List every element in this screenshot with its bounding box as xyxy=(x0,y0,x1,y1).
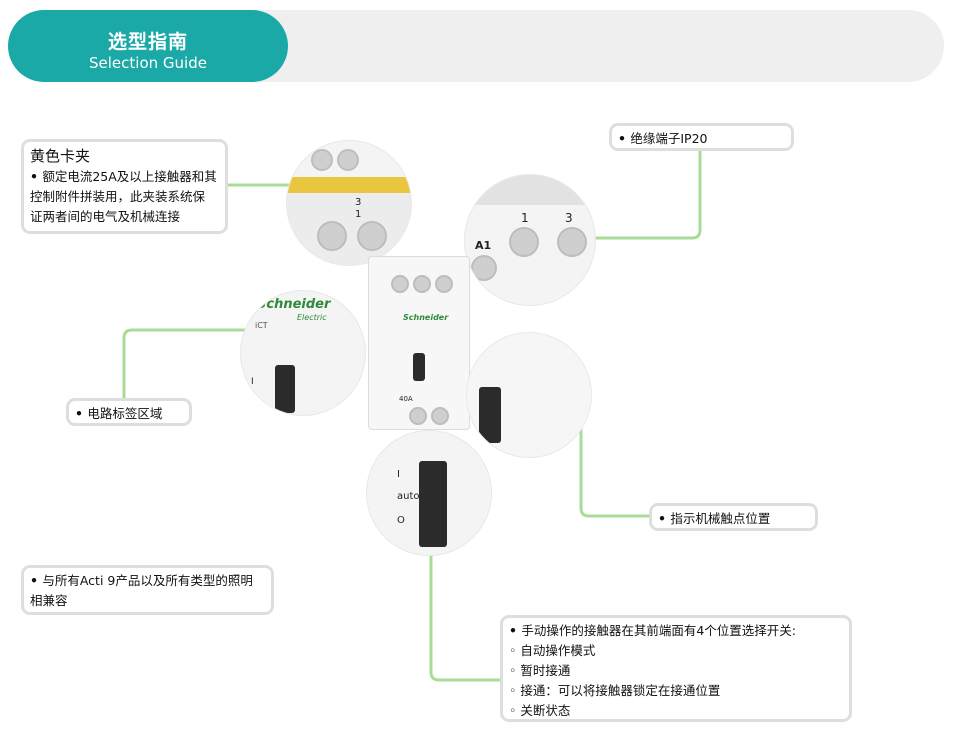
manual-switch-option-temporary: 暂时接通 xyxy=(509,663,570,678)
closeup-manual-switch: I auto O xyxy=(366,430,492,556)
leader-manual-switch xyxy=(429,488,504,682)
manual-switch-option-auto: 自动操作模式 xyxy=(509,643,595,658)
brand-logo-small: Schneider xyxy=(403,313,449,322)
callout-circuit-label: 电路标签区域 xyxy=(66,398,192,426)
rating-label: 40A xyxy=(399,395,413,403)
callout-manual-switch-intro: 手动操作的接触器在其前端面有4个位置选择开关: xyxy=(509,623,796,638)
brand-sub-logo: Electric xyxy=(297,313,327,322)
section-title-cn: 选型指南 xyxy=(107,31,188,53)
callout-acti9-compat-line1: 与所有Acti 9产品以及所有类型的照明 xyxy=(30,573,253,588)
callout-yellow-clip-line2: 控制附件拼装用，此夹装系统保 xyxy=(30,189,206,204)
leader-insulated-terminal xyxy=(566,148,702,240)
clip-terminal-1: 1 xyxy=(355,209,362,220)
switch-position-i: I xyxy=(397,469,400,480)
brand-logo-large: Schneider xyxy=(257,297,331,312)
leader-circuit-label xyxy=(122,328,302,404)
selector-handle xyxy=(419,461,447,547)
callout-circuit-label-text: 电路标签区域 xyxy=(75,406,162,421)
callout-yellow-clip-line1: 额定电流25A及以上接触器和其 xyxy=(30,169,217,184)
callout-mechanical-indicator-text: 指示机械触点位置 xyxy=(658,511,770,526)
position-i: I xyxy=(251,377,254,387)
section-title: 选型指南 Selection Guide xyxy=(8,10,288,82)
callout-yellow-clip-title: 黄色卡夹 xyxy=(30,147,91,165)
callout-insulated-terminal: 绝缘端子IP20 xyxy=(609,123,794,151)
clip-terminal-3: 3 xyxy=(355,197,362,208)
callout-acti9-compat: 与所有Acti 9产品以及所有类型的照明 相兼容 xyxy=(21,565,274,615)
switch-position-o: O xyxy=(397,515,405,526)
switch-position-auto: auto xyxy=(397,491,420,502)
manual-switch-option-on-lock: 接通：可以将接触器锁定在接通位置 xyxy=(509,683,720,698)
callout-insulated-terminal-text: 绝缘端子IP20 xyxy=(618,131,707,146)
section-title-en: Selection Guide xyxy=(89,54,207,72)
terminal-label-a1: A1 xyxy=(475,239,492,252)
callout-acti9-compat-line2: 相兼容 xyxy=(30,593,68,608)
callout-mechanical-indicator: 指示机械触点位置 xyxy=(649,503,818,531)
product-contactor: Schneider 40A xyxy=(368,256,470,430)
manual-switch-option-off: 关断状态 xyxy=(509,703,570,718)
closeup-insulated-terminal: 1 3 A1 xyxy=(464,174,596,306)
callout-yellow-clip-line3: 证两者间的电气及机械连接 xyxy=(30,209,181,224)
closeup-mechanical-indicator xyxy=(466,332,592,458)
callout-yellow-clip: 黄色卡夹 额定电流25A及以上接触器和其 控制附件拼装用，此夹装系统保 证两者间… xyxy=(21,139,228,234)
terminal-label-1: 1 xyxy=(521,211,529,225)
closeup-circuit-label: Schneider Electric iCT I xyxy=(240,290,366,416)
leader-mechanical-indicator xyxy=(579,382,654,518)
terminal-label-3: 3 xyxy=(565,211,573,225)
model-label: iCT xyxy=(255,321,268,330)
closeup-yellow-clip: 3 1 xyxy=(286,140,412,266)
callout-manual-switch: 手动操作的接触器在其前端面有4个位置选择开关: 自动操作模式 暂时接通 接通：可… xyxy=(500,615,852,722)
